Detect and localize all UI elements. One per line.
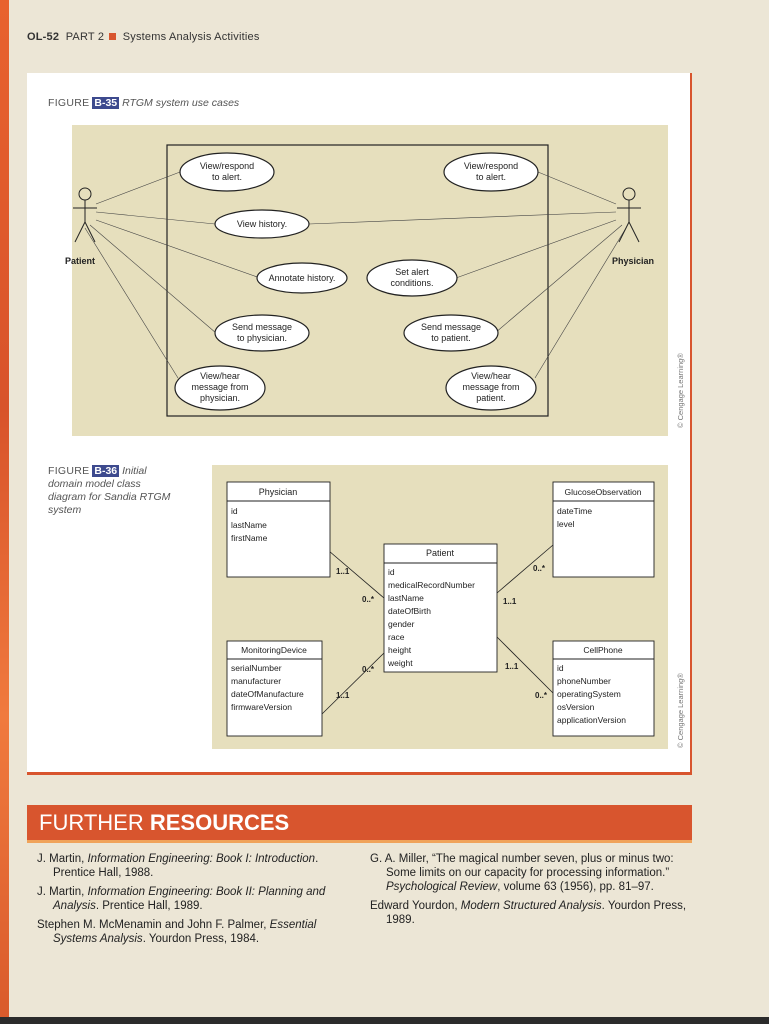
- reference-item: J. Martin, Information Engineering: Book…: [37, 853, 319, 879]
- patient-actor-label: Patient: [65, 256, 95, 266]
- reference-item: J. Martin, Information Engineering: Book…: [37, 886, 326, 912]
- further-resources-heading: FURTHER RESOURCES: [27, 805, 692, 840]
- references-left-column: J. Martin, Information Engineering: Book…: [37, 852, 357, 951]
- usecase-label: Send message: [421, 322, 481, 332]
- usecase-annotate-history: [256, 262, 348, 294]
- usecase-label: physician.: [200, 393, 240, 403]
- class-attribute: phoneNumber: [557, 676, 611, 686]
- multiplicity-label: 1..1: [336, 567, 350, 576]
- class-attribute: serialNumber: [231, 663, 282, 673]
- square-bullet-icon: [109, 33, 117, 40]
- usecase-label: to alert.: [476, 172, 506, 182]
- multiplicity-label: 0..*: [535, 691, 548, 700]
- class-name: Physician: [259, 487, 298, 497]
- class-name: GlucoseObservation: [564, 487, 641, 497]
- page-number: OL-52: [27, 31, 60, 43]
- class-attribute: level: [557, 519, 575, 529]
- class-attribute: lastName: [388, 593, 424, 603]
- multiplicity-label: 0..*: [362, 665, 375, 674]
- class-name: Patient: [426, 548, 455, 558]
- patient-actor-icon: [73, 187, 97, 243]
- class-attribute: weight: [387, 658, 413, 668]
- class-cellphone: CellPhone id phoneNumber operatingSystem…: [552, 640, 655, 737]
- figure-number: B-35: [92, 97, 120, 109]
- usecase-label: message from: [462, 382, 519, 392]
- class-attribute: applicationVersion: [557, 715, 626, 725]
- multiplicity-label: 1..1: [336, 691, 350, 700]
- class-attribute: manufacturer: [231, 676, 281, 686]
- part-label: PART 2: [65, 31, 105, 43]
- reference-item: G. A. Miller, “The magical number seven,…: [370, 853, 674, 893]
- usecase-label: conditions.: [390, 278, 433, 288]
- reference-item: Stephen M. McMenamin and John F. Palmer,…: [37, 919, 317, 945]
- usecase-label: View/respond: [464, 161, 518, 171]
- class-attribute: operatingSystem: [557, 689, 621, 699]
- references-right-column: G. A. Miller, “The magical number seven,…: [370, 852, 690, 932]
- figure-b36-caption: FIGURE B-36 Initial domain model class d…: [48, 465, 171, 516]
- class-attribute: dateOfBirth: [388, 606, 431, 616]
- physician-associations: [308, 171, 627, 379]
- class-name: MonitoringDevice: [241, 645, 307, 655]
- physician-actor-icon: [617, 187, 641, 243]
- usecase-view-respond-physician: [443, 152, 539, 192]
- figure-b35-caption: FIGURE B-35 RTGM system use cases: [48, 97, 240, 109]
- multiplicity-label: 0..*: [533, 564, 546, 573]
- class-attribute: medicalRecordNumber: [388, 580, 475, 590]
- class-associations: [321, 544, 554, 715]
- class-attribute: id: [388, 567, 395, 577]
- multiplicity-label: 1..1: [505, 662, 519, 671]
- multiplicity-label: 1..1: [503, 597, 517, 606]
- class-glucose-observation: GlucoseObservation dateTime level: [552, 481, 655, 578]
- class-physician: Physician id lastName firstName: [226, 481, 331, 578]
- system-boundary: [166, 144, 549, 417]
- usecase-label: View/respond: [200, 161, 254, 171]
- class-attribute: firstName: [231, 533, 268, 543]
- usecase-set-alert: [366, 259, 458, 297]
- usecase-view-hear-physician: [174, 365, 266, 411]
- multiplicity-label: 0..*: [362, 595, 375, 604]
- section-title: Systems Analysis Activities: [122, 31, 260, 43]
- class-attribute: firmwareVersion: [231, 702, 292, 712]
- class-attribute: height: [388, 645, 412, 655]
- class-attribute: lastName: [231, 520, 267, 530]
- class-attribute: id: [231, 506, 238, 516]
- bottom-bar: [0, 1017, 769, 1024]
- heading-underline: [27, 840, 692, 843]
- usecase-label: to alert.: [212, 172, 242, 182]
- usecase-label: View/hear: [200, 371, 240, 381]
- running-head: OL-52 PART 2 Systems Analysis Activities: [27, 31, 260, 43]
- class-attribute: osVersion: [557, 702, 595, 712]
- usecase-send-message-patient: [403, 314, 499, 352]
- class-attribute: gender: [388, 619, 415, 629]
- usecase-send-message-physician: [214, 314, 310, 352]
- usecase-view-history: [214, 209, 310, 239]
- usecase-label: Annotate history.: [269, 273, 336, 283]
- usecase-label: patient.: [476, 393, 506, 403]
- figure-number: B-36: [92, 465, 120, 477]
- patient-associations: [84, 171, 261, 379]
- usecase-label: to physician.: [237, 333, 287, 343]
- physician-actor-label: Physician: [612, 256, 654, 266]
- class-name: CellPhone: [583, 645, 622, 655]
- class-patient: Patient id medicalRecordNumber lastName …: [383, 543, 498, 673]
- usecase-label: Set alert: [395, 267, 429, 277]
- usecase-label: Send message: [232, 322, 292, 332]
- usecase-label: to patient.: [431, 333, 471, 343]
- class-attribute: dateOfManufacture: [231, 689, 304, 699]
- left-decorative-strip: [0, 0, 9, 1024]
- usecase-label: View history.: [237, 219, 287, 229]
- usecase-view-hear-patient: [445, 365, 537, 411]
- class-attribute: race: [388, 632, 405, 642]
- class-attribute: dateTime: [557, 506, 592, 516]
- reference-item: Edward Yourdon, Modern Structured Analys…: [370, 900, 687, 926]
- image-credit: © Cengage Learning®: [676, 353, 685, 428]
- usecase-label: message from: [191, 382, 248, 392]
- usecase-view-respond-patient: [179, 152, 275, 192]
- usecase-label: View/hear: [471, 371, 511, 381]
- class-monitoring-device: MonitoringDevice serialNumber manufactur…: [226, 640, 323, 737]
- image-credit: © Cengage Learning®: [676, 673, 685, 748]
- class-attribute: id: [557, 663, 564, 673]
